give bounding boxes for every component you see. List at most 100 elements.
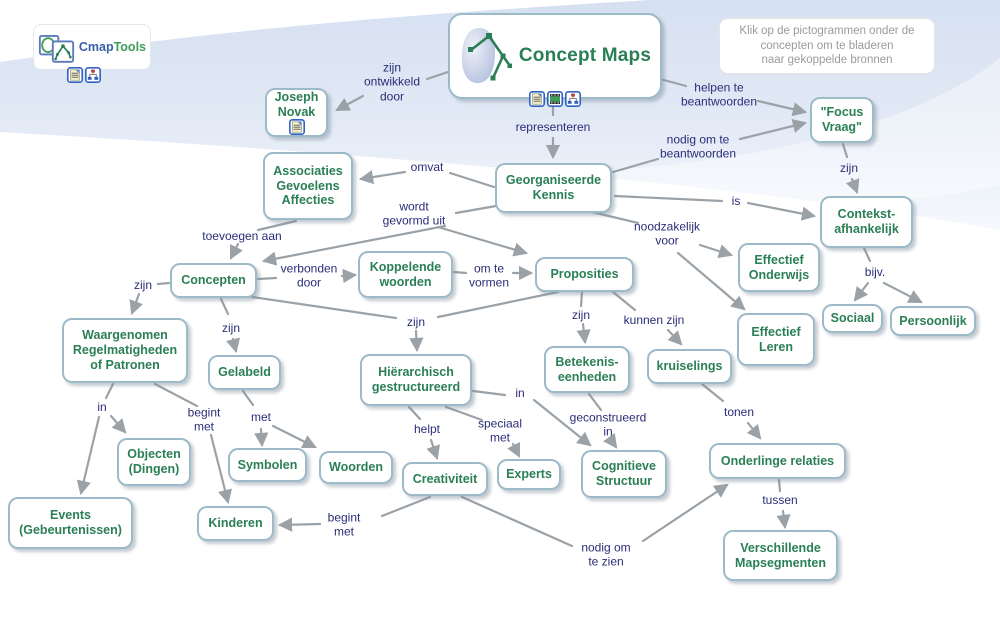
link-label-speciaal-met[interactable]: speciaal met bbox=[477, 416, 523, 445]
link-label-wordt-gevormd-uit[interactable]: wordt gevormd uit bbox=[382, 199, 446, 228]
link-label-zijn-gelabeld[interactable]: zijn bbox=[221, 320, 241, 335]
link-label-nodig-om-te-beantwoorden[interactable]: nodig om te beantwoorden bbox=[659, 132, 737, 161]
node-kruiselings[interactable]: kruiselings bbox=[647, 349, 732, 384]
sitemap-icon[interactable] bbox=[85, 67, 101, 83]
node-georganiseerde-kennis[interactable]: Georganiseerde Kennis bbox=[495, 163, 612, 213]
edge-line bbox=[335, 94, 365, 112]
link-label-helpen-te-beantwoorden[interactable]: helpen te beantwoorden bbox=[680, 80, 758, 109]
link-label-begint-met-kinderen[interactable]: begint met bbox=[187, 405, 221, 434]
node-sociaal[interactable]: Sociaal bbox=[822, 304, 883, 333]
node-label: Proposities bbox=[550, 267, 619, 282]
edge-line bbox=[219, 297, 230, 316]
node-label: Creativiteit bbox=[412, 471, 478, 486]
node-kinderen[interactable]: Kinderen bbox=[197, 506, 274, 541]
document-icon[interactable] bbox=[67, 67, 83, 83]
edge-line bbox=[109, 414, 127, 434]
info-note: Klik op de pictogrammen onder de concept… bbox=[718, 17, 936, 75]
link-label-zijn-ontwikkeld-door[interactable]: zijn ontwikkeld door bbox=[363, 60, 421, 104]
edge-line bbox=[641, 483, 729, 543]
movie-icon[interactable] bbox=[547, 91, 563, 107]
node-label: Contekst- afhankelijk bbox=[834, 207, 899, 236]
link-label-omvat[interactable]: omvat bbox=[410, 159, 444, 174]
node-proposities[interactable]: Proposities bbox=[535, 257, 634, 292]
node-experts[interactable]: Experts bbox=[497, 459, 561, 490]
edge-line bbox=[698, 243, 734, 259]
link-label-om-te-vormen[interactable]: om te vormen bbox=[468, 261, 510, 290]
node-label: Symbolen bbox=[237, 457, 298, 472]
edge-line bbox=[746, 201, 817, 221]
edge-line bbox=[841, 142, 849, 159]
node-effectief-leren[interactable]: Effectief Leren bbox=[737, 313, 815, 366]
link-label-nodig-om-te-zien[interactable]: nodig om te zien bbox=[581, 540, 631, 569]
edge-line bbox=[611, 290, 637, 312]
node-contekst-afhankelijk[interactable]: Contekst- afhankelijk bbox=[820, 196, 913, 248]
node-label: Betekenis- eenheden bbox=[555, 354, 619, 384]
edge-line bbox=[256, 219, 298, 232]
node-symbolen[interactable]: Symbolen bbox=[228, 448, 307, 482]
node-label: Effectief Leren bbox=[751, 324, 801, 354]
link-label-representeren[interactable]: representeren bbox=[515, 119, 591, 134]
document-icon[interactable] bbox=[288, 119, 305, 136]
node-concept-maps[interactable]: Concept Maps bbox=[448, 13, 662, 107]
link-label-kunnen-zijn[interactable]: kunnen zijn bbox=[623, 312, 685, 327]
node-gelabeld[interactable]: Gelabeld bbox=[208, 355, 281, 390]
node-verschillende-mapsegmenten[interactable]: Verschillende Mapsegmenten bbox=[723, 530, 838, 581]
link-label-zijn-betekenis[interactable]: zijn bbox=[571, 307, 591, 322]
link-label-met[interactable]: met bbox=[250, 409, 272, 424]
link-label-tussen[interactable]: tussen bbox=[762, 492, 798, 507]
edge-line bbox=[444, 405, 484, 422]
sitemap-icon[interactable] bbox=[565, 91, 581, 107]
node-label: Concept Maps bbox=[518, 44, 652, 66]
node-betekenis-eenheden[interactable]: Betekenis- eenheden bbox=[544, 346, 630, 393]
cmaptools-logo-icon bbox=[38, 34, 75, 63]
node-cognitieve-structuur[interactable]: Cognitieve Structuur bbox=[581, 450, 667, 498]
link-label-toevoegen-aan[interactable]: toevoegen aan bbox=[202, 228, 282, 243]
cmaptools-wordmark: CmapTools bbox=[78, 40, 146, 54]
edge-line bbox=[777, 478, 782, 493]
edge-line bbox=[409, 329, 424, 353]
link-label-zijn-hierarchisch[interactable]: zijn bbox=[406, 314, 426, 329]
link-label-bijv[interactable]: bijv. bbox=[864, 264, 886, 279]
node-woorden[interactable]: Woorden bbox=[319, 451, 393, 484]
edge-line bbox=[611, 157, 660, 174]
node-creativiteit[interactable]: Creativiteit bbox=[402, 462, 488, 496]
link-label-tonen[interactable]: tonen bbox=[723, 404, 755, 419]
link-label-in-cognitieve[interactable]: in bbox=[515, 385, 525, 400]
node-label: Waargenomen Regelmatigheden of Patronen bbox=[72, 328, 178, 372]
edge-line bbox=[746, 421, 762, 440]
document-icon[interactable] bbox=[529, 91, 545, 107]
link-label-in-waargenomen[interactable]: in bbox=[97, 399, 107, 414]
node-effectief-onderwijs[interactable]: Effectief Onderwijs bbox=[738, 243, 820, 292]
edge-line bbox=[738, 118, 808, 141]
node-onderlinge-relaties[interactable]: Onderlinge relaties bbox=[709, 443, 846, 479]
link-label-helpt[interactable]: helpt bbox=[413, 421, 441, 436]
node-koppelende-woorden[interactable]: Koppelende woorden bbox=[358, 251, 453, 298]
edge-line bbox=[845, 177, 860, 195]
node-persoonlijk[interactable]: Persoonlijk bbox=[890, 306, 976, 336]
node-joseph-novak[interactable]: Joseph Novak bbox=[265, 88, 328, 137]
node-label: Verschillende Mapsegmenten bbox=[735, 540, 826, 570]
link-label-zijn-focus[interactable]: zijn bbox=[839, 160, 859, 175]
link-label-zijn-waargenomen[interactable]: zijn bbox=[133, 277, 153, 292]
node-label: Sociaal bbox=[830, 311, 875, 326]
link-label-verbonden-door[interactable]: verbonden door bbox=[280, 261, 338, 290]
edge-line bbox=[358, 170, 407, 185]
link-label-is[interactable]: is bbox=[731, 193, 741, 208]
edge-line bbox=[156, 281, 171, 286]
edge-line bbox=[250, 295, 398, 320]
node-label: Effectief Onderwijs bbox=[748, 252, 810, 282]
edge-line bbox=[436, 290, 560, 319]
node-concepten[interactable]: Concepten bbox=[170, 263, 257, 298]
edge-line bbox=[229, 242, 243, 260]
link-label-geconstrueerd-in[interactable]: geconstrueerd in bbox=[569, 410, 647, 439]
node-focus-vraag[interactable]: "Focus Vraag" bbox=[810, 97, 874, 143]
node-objecten-dingen[interactable]: Objecten (Dingen) bbox=[117, 438, 191, 486]
node-events-gebeurtenissen[interactable]: Events (Gebeurtenissen) bbox=[8, 497, 133, 549]
node-waargenomen-regelmatigheden[interactable]: Waargenomen Regelmatigheden of Patronen bbox=[62, 318, 188, 383]
node-associaties[interactable]: Associaties Gevoelens Affecties bbox=[263, 152, 353, 220]
edge-line bbox=[448, 171, 496, 189]
link-label-noodzakelijk-voor[interactable]: noodzakelijk voor bbox=[633, 219, 701, 248]
node-label: Kinderen bbox=[208, 516, 263, 531]
link-label-begint-met-creativiteit[interactable]: begint met bbox=[327, 510, 361, 539]
node-hierarchisch-gestructureerd[interactable]: Hiërarchisch gestructureerd bbox=[360, 354, 472, 406]
